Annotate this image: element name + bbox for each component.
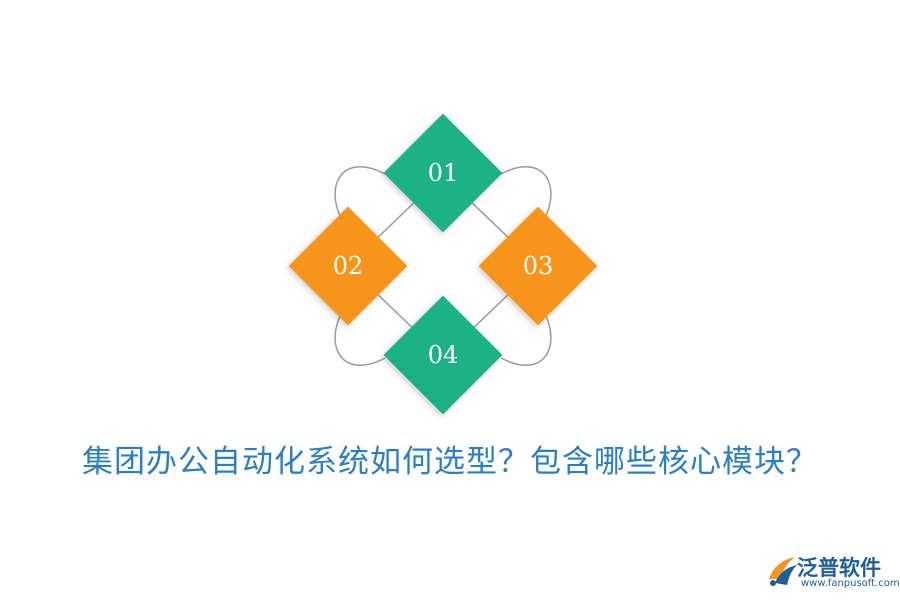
diamond-01-label: 01 bbox=[428, 159, 459, 187]
brand-logo-icon bbox=[769, 557, 797, 586]
brand-name: 泛普软件 bbox=[797, 556, 881, 580]
diamond-03: 03 bbox=[478, 206, 598, 326]
diamond-04-label: 04 bbox=[428, 341, 459, 369]
diamond-02: 02 bbox=[288, 206, 408, 326]
brand-url: www.fanpusoft.com bbox=[801, 578, 900, 589]
page-title: 集团办公自动化系统如何选型？包含哪些核心模块？ bbox=[82, 444, 818, 480]
diamond-04: 04 bbox=[383, 295, 503, 415]
diamond-03-label: 03 bbox=[523, 252, 554, 280]
diamond-02-label: 02 bbox=[333, 252, 364, 280]
brand-logo[interactable]: 泛普软件 www.fanpusoft.com bbox=[765, 549, 900, 593]
